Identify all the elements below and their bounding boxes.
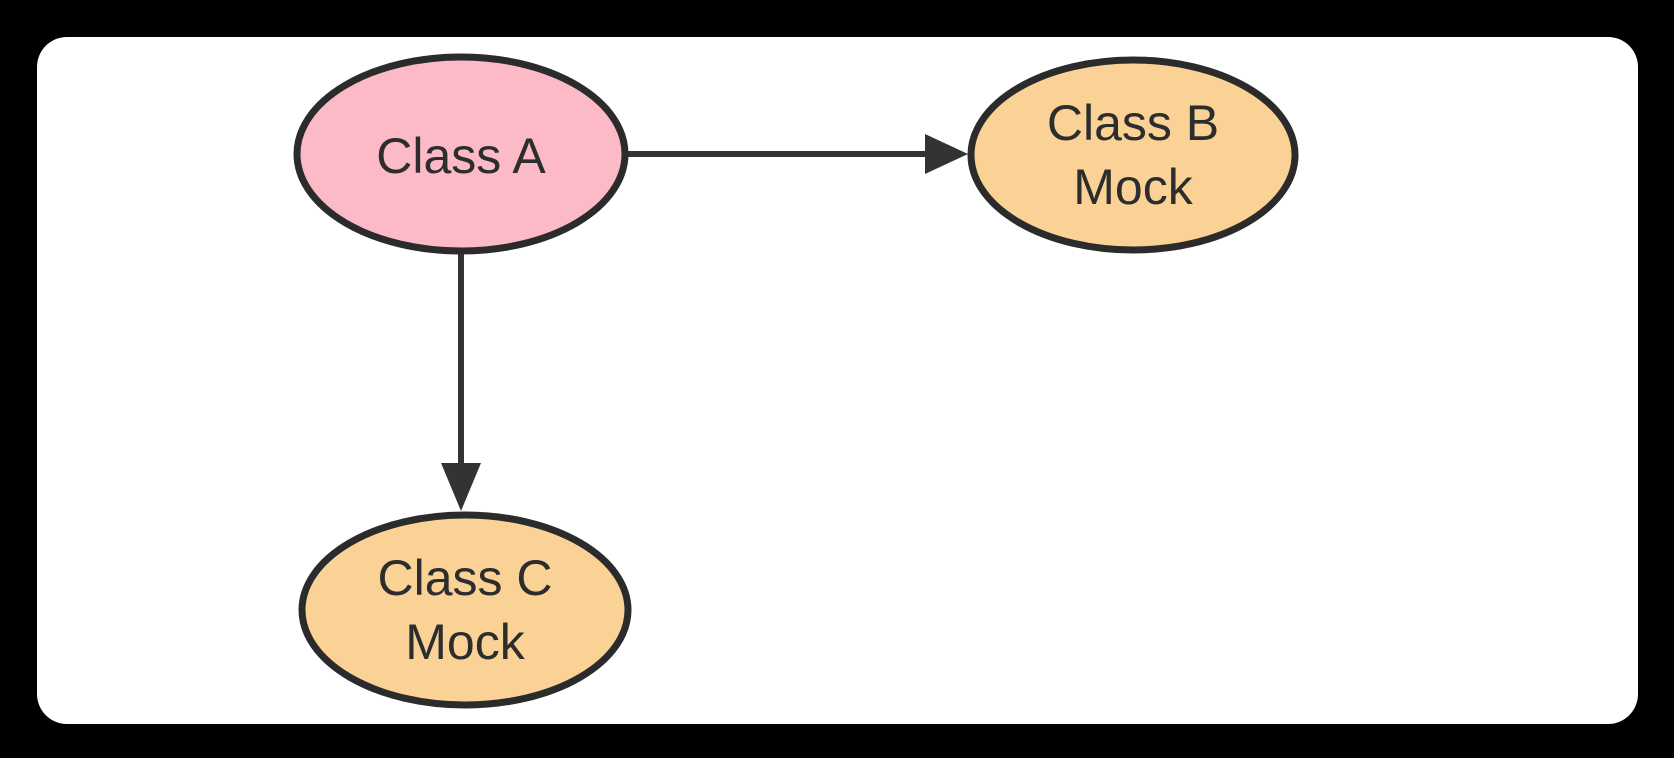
node-class-c-mock[interactable]: Class C Mock — [298, 511, 632, 709]
node-class-c-mock-label-line1: Class C — [377, 550, 552, 606]
node-class-b-mock-label-line1: Class B — [1047, 95, 1219, 151]
node-class-a-label: Class A — [376, 128, 546, 184]
edge-a-to-b-arrowhead — [925, 134, 968, 174]
node-class-b-mock-label-line2: Mock — [1073, 159, 1193, 215]
node-class-b-mock-shape[interactable] — [967, 56, 1299, 254]
node-class-c-mock-shape[interactable] — [298, 511, 632, 709]
edge-class-a-to-class-b — [627, 134, 968, 174]
edge-class-a-to-class-c — [441, 251, 481, 511]
node-class-c-mock-label-line2: Mock — [405, 614, 525, 670]
node-class-b-mock[interactable]: Class B Mock — [967, 56, 1299, 254]
node-class-a[interactable]: Class A — [293, 53, 629, 255]
node-class-a-shape[interactable] — [293, 53, 629, 255]
edge-a-to-c-arrowhead — [441, 463, 481, 511]
